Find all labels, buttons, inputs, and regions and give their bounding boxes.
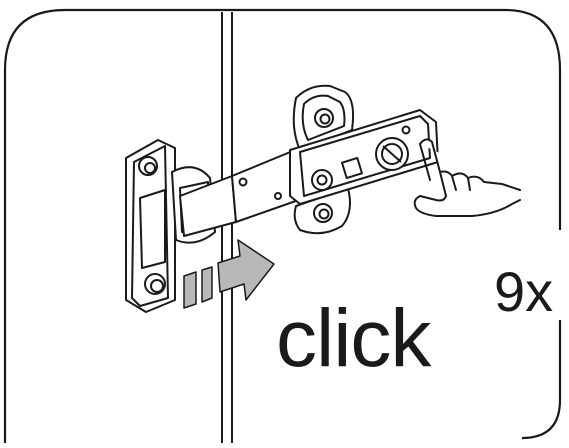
hinge-icon bbox=[126, 86, 438, 312]
repeat-count-label: 9x bbox=[494, 264, 553, 320]
click-label: click bbox=[276, 298, 430, 380]
panel-edge bbox=[222, 12, 232, 443]
push-arrow-icon bbox=[184, 240, 274, 308]
